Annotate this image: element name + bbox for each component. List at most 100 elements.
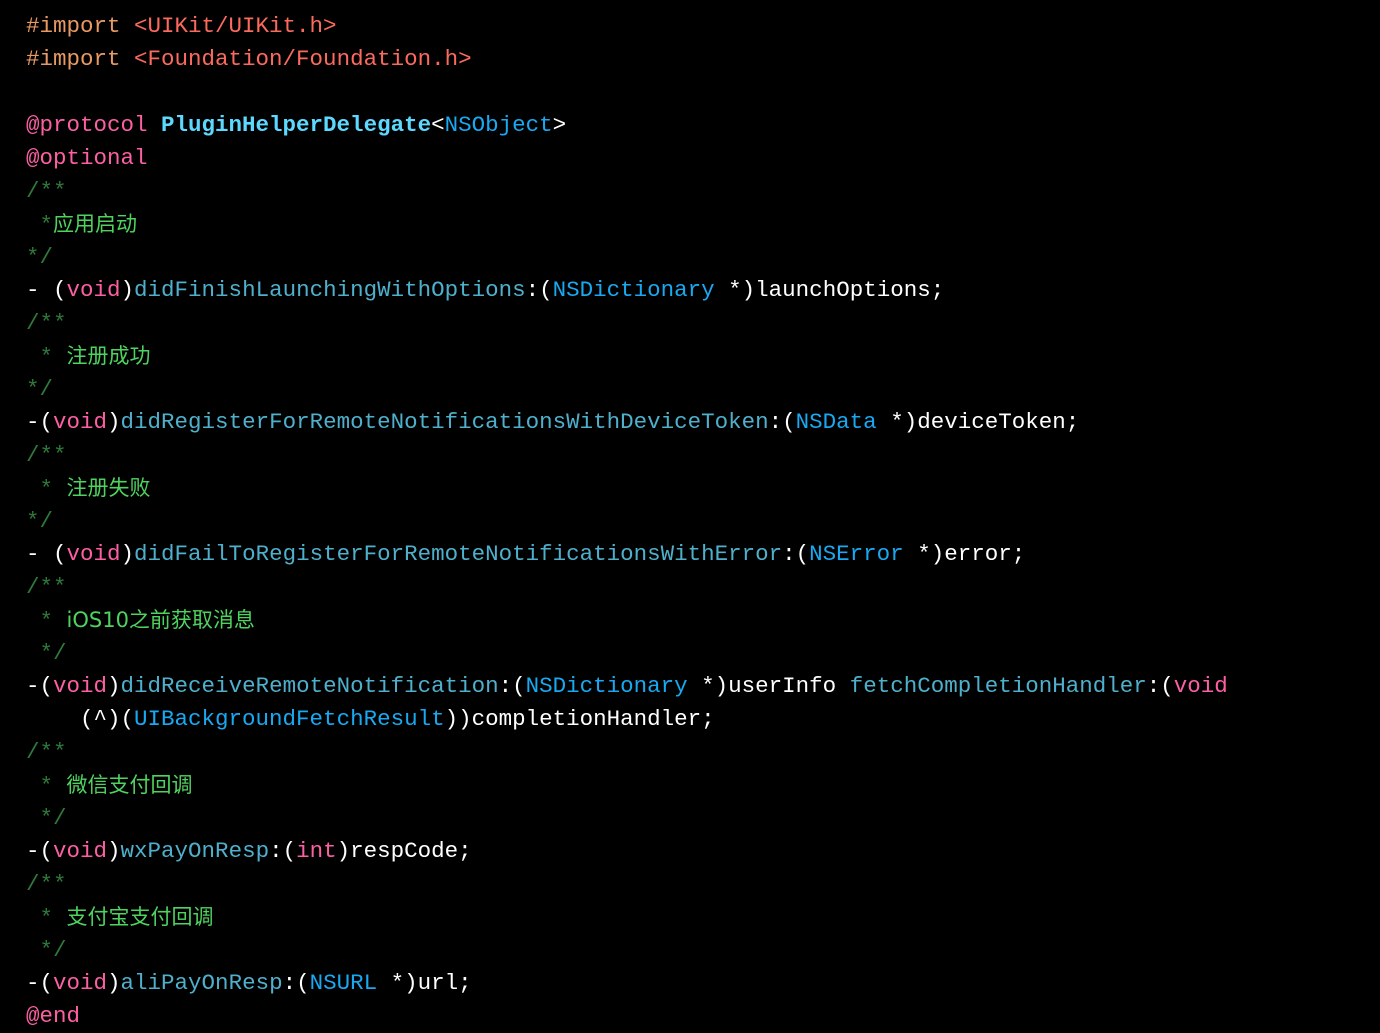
code-editor[interactable]: //#import <UIKit/UIKit.h>#import <Founda… [26, 0, 1228, 1033]
type-token: NSError [809, 541, 904, 567]
method-name-token: wxPayOnResp [120, 838, 270, 864]
plain-token: - ( [26, 541, 67, 567]
plain-token: ))completionHandler; [444, 706, 715, 732]
keyword-token: void [53, 970, 108, 996]
plain-token: ) [107, 838, 121, 864]
comment-token: /** [26, 871, 67, 897]
plain-token: -( [26, 409, 54, 435]
plain-token: :( [1146, 673, 1174, 699]
code-line[interactable]: */ [26, 802, 1228, 835]
plain-token: :( [269, 838, 297, 864]
type-token: NSDictionary [552, 277, 715, 303]
comment-text: 应用启动 [53, 212, 138, 236]
comment-token: */ [26, 376, 54, 402]
comment-token: */ [26, 937, 67, 963]
keyword-token: void [53, 409, 108, 435]
plain-token: :( [282, 970, 310, 996]
code-line[interactable]: * 微信支付回调 [26, 769, 1228, 802]
code-line[interactable]: // [26, 0, 1228, 10]
code-line[interactable]: /** [26, 307, 1228, 340]
code-line[interactable]: * 注册失败 [26, 472, 1228, 505]
code-line[interactable]: /** [26, 868, 1228, 901]
type-token: UIBackgroundFetchResult [134, 706, 445, 732]
code-line[interactable]: * iOS10之前获取消息 [26, 604, 1228, 637]
plain-token: < [431, 112, 445, 138]
comment-token: * [26, 212, 54, 238]
comment-token: * [26, 905, 67, 931]
method-name-token: fetchCompletionHandler [849, 673, 1147, 699]
keyword-token: void [53, 673, 108, 699]
keyword-token: @protocol [26, 112, 162, 138]
code-line[interactable]: /** [26, 439, 1228, 472]
plain-token: :( [782, 541, 810, 567]
code-line[interactable]: */ [26, 505, 1228, 538]
code-line[interactable]: -(void)aliPayOnResp:(NSURL *)url; [26, 967, 1228, 1000]
comment-token: * [26, 608, 67, 634]
comment-text: 微信支付回调 [66, 773, 193, 797]
code-line[interactable]: /** [26, 571, 1228, 604]
plain-token: ) [120, 541, 135, 567]
preprocessor-token: #import [26, 13, 135, 39]
plain-token: -( [26, 673, 54, 699]
code-line[interactable]: *应用启动 [26, 208, 1228, 241]
keyword-token: void [1173, 673, 1228, 699]
plain-token: :( [525, 277, 553, 303]
plain-token: :( [768, 409, 796, 435]
comment-text: 注册失败 [66, 476, 151, 500]
code-line[interactable]: */ [26, 637, 1228, 670]
code-line[interactable]: (^)(UIBackgroundFetchResult))completionH… [26, 703, 1228, 736]
comment-token: /** [26, 739, 67, 765]
comment-token: // [26, 0, 53, 6]
code-line[interactable]: -(void)didRegisterForRemoteNotifications… [26, 406, 1228, 439]
code-line[interactable]: @end [26, 1000, 1228, 1033]
method-name-token: aliPayOnResp [120, 970, 283, 996]
plain-token: -( [26, 970, 54, 996]
code-line[interactable] [26, 76, 1228, 109]
comment-token: * [26, 476, 67, 502]
code-line[interactable]: */ [26, 241, 1228, 274]
keyword-token: @optional [26, 145, 148, 171]
method-name-token: didFailToRegisterForRemoteNotificationsW… [134, 541, 783, 567]
comment-token: /** [26, 178, 67, 204]
code-line[interactable]: -(void)wxPayOnResp:(int)respCode; [26, 835, 1228, 868]
comment-token: */ [26, 805, 67, 831]
keyword-token: @end [26, 1003, 81, 1029]
declaration-token: PluginHelperDelegate [161, 112, 432, 138]
plain-token: ) [107, 409, 121, 435]
code-line[interactable]: - (void)didFinishLaunchingWithOptions:(N… [26, 274, 1228, 307]
comment-token: */ [26, 508, 54, 534]
code-line[interactable]: -(void)didReceiveRemoteNotification:(NSD… [26, 670, 1228, 703]
code-line[interactable]: * 支付宝支付回调 [26, 901, 1228, 934]
plain-token: *)deviceToken; [876, 409, 1080, 435]
code-line[interactable]: /** [26, 736, 1228, 769]
comment-token: * [26, 773, 67, 799]
code-line[interactable]: * 注册成功 [26, 340, 1228, 373]
plain-token: > [552, 112, 567, 138]
comment-token: */ [26, 640, 67, 666]
plain-token: )respCode; [336, 838, 472, 864]
type-token: NSObject [444, 112, 553, 138]
plain-token: *)launchOptions; [714, 277, 945, 303]
comment-text: 支付宝支付回调 [66, 905, 214, 929]
plain-token: ) [107, 673, 121, 699]
string-token: <UIKit/UIKit.h> [134, 13, 337, 39]
preprocessor-token: #import [26, 46, 135, 72]
type-token: NSData [795, 409, 877, 435]
comment-text: 注册成功 [66, 344, 151, 368]
plain-token: (^)( [26, 706, 135, 732]
code-line[interactable]: #import <UIKit/UIKit.h> [26, 10, 1228, 43]
code-line[interactable]: #import <Foundation/Foundation.h> [26, 43, 1228, 76]
method-name-token: didRegisterForRemoteNotificationsWithDev… [120, 409, 769, 435]
code-line[interactable]: - (void)didFailToRegisterForRemoteNotifi… [26, 538, 1228, 571]
code-line[interactable]: */ [26, 373, 1228, 406]
comment-token: /** [26, 442, 67, 468]
comment-text: iOS10之前获取消息 [66, 608, 255, 632]
keyword-token: int [296, 838, 337, 864]
keyword-token: void [66, 277, 121, 303]
code-line[interactable]: /** [26, 175, 1228, 208]
code-line[interactable]: @optional [26, 142, 1228, 175]
code-line[interactable]: */ [26, 934, 1228, 967]
plain-token: :( [498, 673, 526, 699]
type-token: NSDictionary [525, 673, 688, 699]
code-line[interactable]: @protocol PluginHelperDelegate<NSObject> [26, 109, 1228, 142]
